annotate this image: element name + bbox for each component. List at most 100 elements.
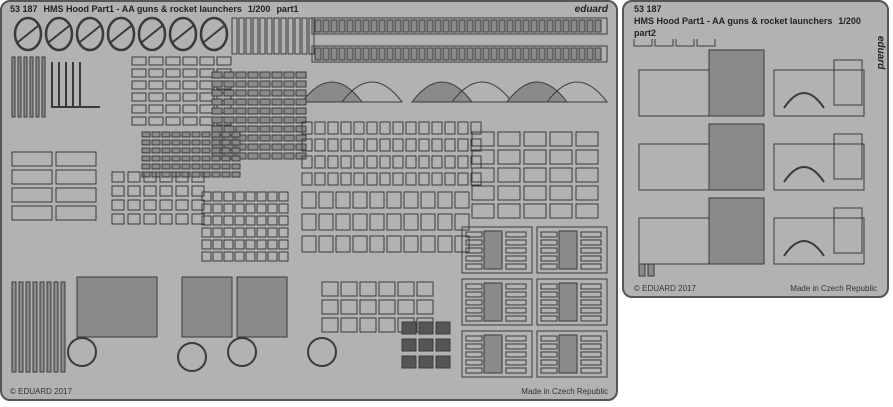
ring-part: [137, 16, 167, 52]
small-part: [171, 147, 181, 154]
small-part: [267, 239, 278, 250]
small-part: [471, 149, 495, 165]
launcher-rail: [505, 239, 527, 246]
launcher-rail: [465, 283, 483, 290]
launcher-rail: [505, 299, 527, 306]
small-part: [401, 321, 417, 335]
small-part: [223, 98, 235, 106]
small-part: [245, 239, 256, 250]
small-part: [271, 71, 283, 79]
rail-strip-segment: [418, 19, 426, 33]
small-part: [256, 251, 267, 262]
launcher-rail: [465, 231, 483, 238]
small-part: [141, 147, 151, 154]
small-part: [401, 355, 417, 369]
rail-strip-segment: [362, 47, 370, 61]
shield-frame: [773, 69, 865, 117]
rail-strip-segment: [506, 19, 514, 33]
small-part: [497, 131, 521, 147]
small-part: [231, 147, 241, 154]
small-part: [182, 80, 198, 90]
bar-part: [18, 281, 24, 373]
small-part: [259, 125, 271, 133]
small-part: [471, 131, 495, 147]
small-part: [191, 199, 205, 211]
launcher-part: [403, 213, 419, 231]
rail-strip-segment: [418, 47, 426, 61]
small-part: [171, 139, 181, 146]
mount-part: [177, 342, 207, 372]
deflector-part: [410, 81, 474, 103]
ring-part: [17, 25, 39, 43]
small-part: [271, 125, 283, 133]
small-part: [211, 131, 221, 138]
small-part: [247, 134, 259, 142]
rail-strip-segment: [402, 19, 410, 33]
bar-part: [11, 56, 16, 118]
small-part: [201, 171, 211, 178]
bar-part: [17, 56, 22, 118]
small-part: [405, 155, 417, 169]
small-part: [283, 152, 295, 160]
small-part: [418, 121, 430, 135]
small-part: [259, 152, 271, 160]
fret-part-label: part2: [634, 28, 657, 38]
ladder-part: [301, 17, 308, 55]
small-part: [161, 155, 171, 162]
bar-part: [23, 56, 28, 118]
small-part: [353, 121, 365, 135]
launcher-rail: [465, 263, 483, 270]
small-part: [278, 191, 289, 202]
small-part: [165, 92, 181, 102]
launcher-rail: [580, 307, 602, 314]
small-part: [366, 155, 378, 169]
small-part: [271, 152, 283, 160]
small-part: [165, 68, 181, 78]
rail-strip-segment: [426, 19, 434, 33]
small-part: [444, 138, 456, 152]
rail-strip-segment: [498, 19, 506, 33]
small-part: [497, 203, 521, 219]
small-part: [159, 185, 173, 197]
ring-part: [106, 16, 136, 52]
fret-scale: 1/200: [838, 16, 861, 26]
ladder-part: [280, 17, 287, 55]
small-part: [151, 131, 161, 138]
launcher-rail: [465, 255, 483, 262]
small-part: [314, 172, 326, 186]
small-part: [340, 172, 352, 186]
launcher-rail: [505, 263, 527, 270]
small-part: [340, 281, 358, 297]
launcher-rail: [540, 291, 558, 298]
small-part: [211, 125, 223, 133]
small-part: [379, 138, 391, 152]
origin: Made in Czech Republic: [788, 284, 879, 294]
small-part: [295, 107, 307, 115]
small-part: [575, 185, 599, 201]
small-part: [392, 155, 404, 169]
small-part: [575, 167, 599, 183]
small-part: [340, 155, 352, 169]
small-part: [418, 172, 430, 186]
small-part: [201, 251, 212, 262]
small-part: [201, 147, 211, 154]
launcher-rail: [505, 367, 527, 374]
launcher-part: [352, 213, 368, 231]
small-part: [171, 155, 181, 162]
rail-strip-segment: [466, 19, 474, 33]
ring-part: [13, 16, 43, 52]
small-part: [378, 299, 396, 315]
small-part: [271, 143, 283, 151]
launcher-part: [352, 235, 368, 253]
fret-footer: © EDUARD 2017 Made in Czech Republic: [632, 284, 879, 294]
small-part: [191, 155, 201, 162]
small-part: [392, 138, 404, 152]
small-part: [256, 215, 267, 226]
rail-strip-segment: [442, 19, 450, 33]
small-part: [131, 80, 147, 90]
launcher-rail: [540, 283, 558, 290]
small-part: [211, 163, 221, 170]
small-part: [353, 155, 365, 169]
small-part: [435, 321, 451, 335]
small-part: [151, 155, 161, 162]
